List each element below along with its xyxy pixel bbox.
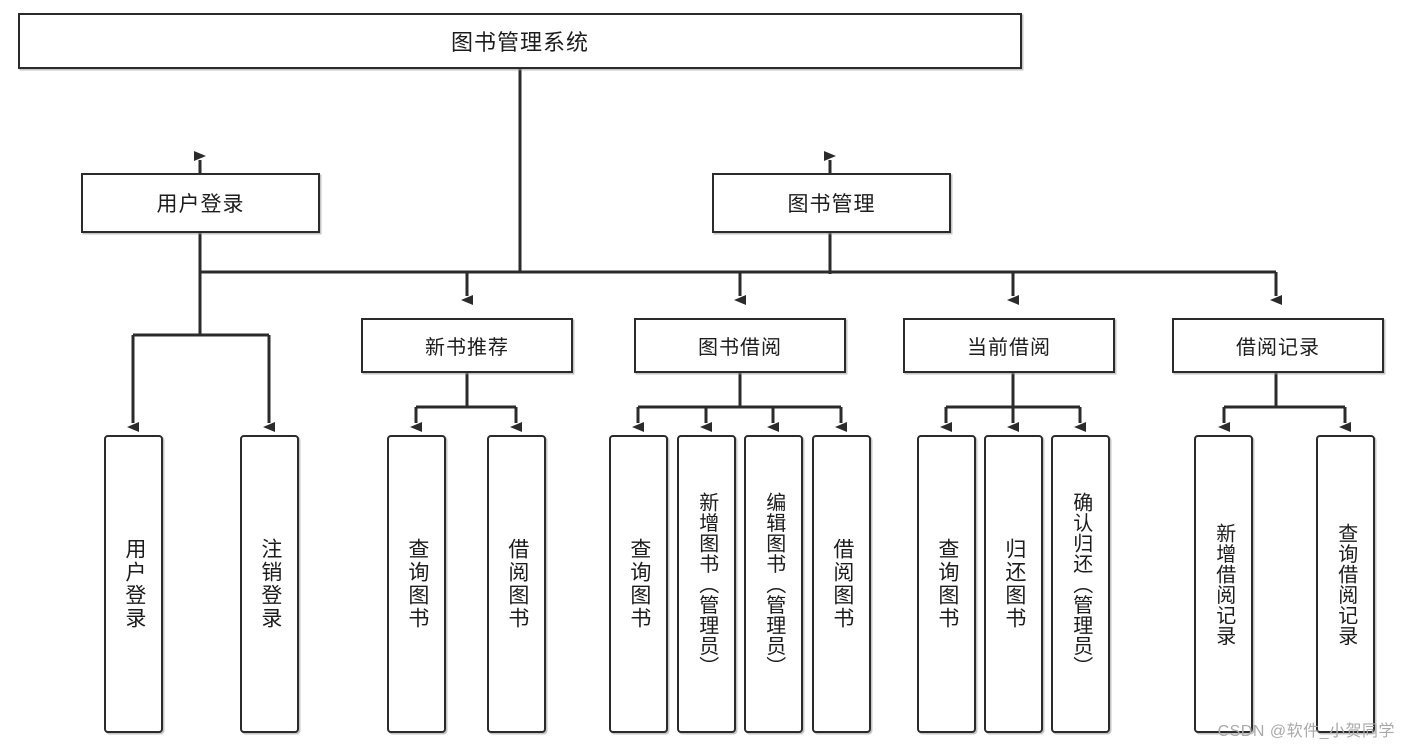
node-leaf-query-book-2[interactable]: 查询图书 [609, 435, 668, 733]
node-book-borrow-label: 图书借阅 [698, 337, 782, 359]
node-user-login[interactable]: 用户登录 [81, 173, 320, 233]
node-leaf-query-record-label: 查询借阅记录 [1334, 522, 1357, 646]
node-leaf-edit-book-label: 编辑图书（管理员） [762, 491, 785, 677]
node-current-borrow-label: 当前借阅 [967, 337, 1051, 359]
node-book-borrow[interactable]: 图书借阅 [634, 318, 846, 373]
node-leaf-user-login-label: 用户登录 [122, 538, 146, 630]
node-new-book-recommend[interactable]: 新书推荐 [361, 318, 573, 373]
node-leaf-borrow-book-1-label: 借阅图书 [505, 538, 529, 630]
node-leaf-borrow-book-2[interactable]: 借阅图书 [812, 435, 871, 733]
node-leaf-add-record[interactable]: 新增借阅记录 [1194, 435, 1253, 733]
node-leaf-return-book[interactable]: 归还图书 [984, 435, 1043, 733]
node-leaf-add-book-label: 新增图书（管理员） [695, 491, 718, 677]
node-borrow-record[interactable]: 借阅记录 [1172, 318, 1384, 373]
node-new-book-recommend-label: 新书推荐 [425, 337, 509, 359]
node-leaf-add-record-label: 新增借阅记录 [1212, 522, 1235, 646]
node-leaf-borrow-book-1[interactable]: 借阅图书 [487, 435, 546, 733]
node-leaf-user-login[interactable]: 用户登录 [104, 435, 163, 733]
node-leaf-edit-book[interactable]: 编辑图书（管理员） [744, 435, 803, 733]
node-current-borrow[interactable]: 当前借阅 [903, 318, 1115, 373]
node-root-label: 图书管理系统 [450, 30, 589, 55]
node-user-login-label: 用户登录 [156, 193, 245, 216]
node-root[interactable]: 图书管理系统 [18, 13, 1022, 69]
node-leaf-query-record[interactable]: 查询借阅记录 [1316, 435, 1375, 733]
node-leaf-query-book-1[interactable]: 查询图书 [387, 435, 446, 733]
node-leaf-user-logout[interactable]: 注销登录 [240, 435, 299, 733]
node-leaf-query-book-3[interactable]: 查询图书 [917, 435, 976, 733]
node-leaf-query-book-1-label: 查询图书 [405, 538, 429, 630]
node-leaf-query-book-3-label: 查询图书 [935, 538, 959, 630]
node-borrow-record-label: 借阅记录 [1236, 337, 1320, 359]
node-leaf-return-book-label: 归还图书 [1002, 538, 1026, 630]
node-leaf-confirm-return-label: 确认归还（管理员） [1069, 491, 1092, 677]
node-book-manage[interactable]: 图书管理 [712, 173, 951, 233]
node-book-manage-label: 图书管理 [787, 193, 876, 216]
watermark: CSDN @软件_小贺同学 [1217, 723, 1395, 740]
node-leaf-add-book[interactable]: 新增图书（管理员） [677, 435, 736, 733]
node-leaf-confirm-return[interactable]: 确认归还（管理员） [1051, 435, 1110, 733]
node-leaf-user-logout-label: 注销登录 [258, 538, 282, 630]
node-leaf-query-book-2-label: 查询图书 [627, 538, 651, 630]
node-leaf-borrow-book-2-label: 借阅图书 [830, 538, 854, 630]
